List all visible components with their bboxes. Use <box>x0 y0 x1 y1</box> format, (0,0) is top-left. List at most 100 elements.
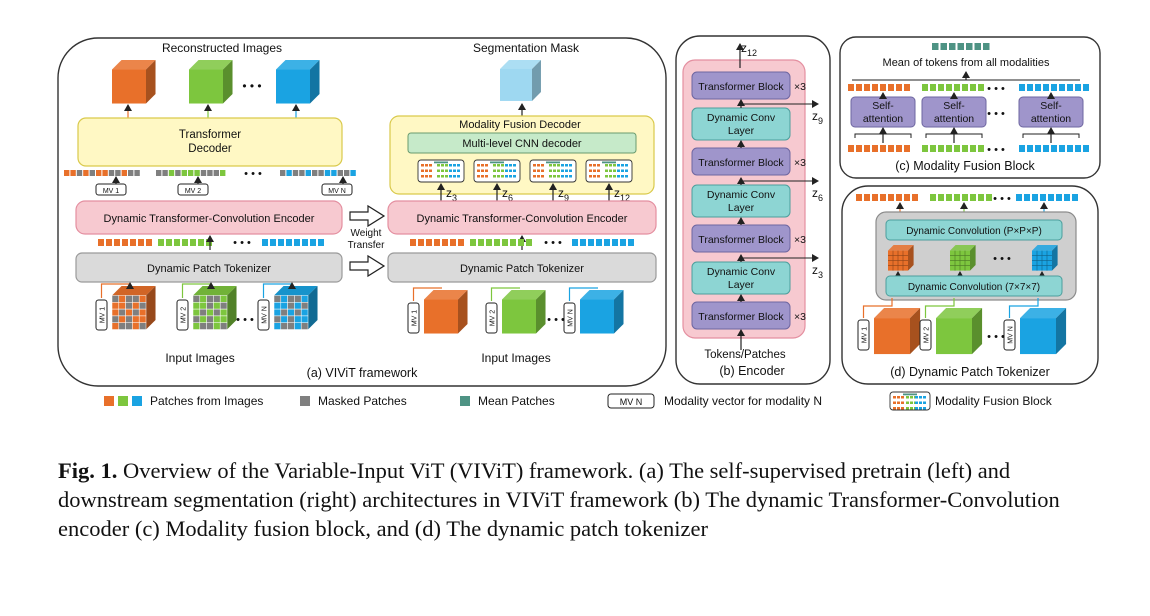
tokenizer-label-right: Dynamic Patch Tokenizer <box>460 263 584 275</box>
patch-token-icon <box>912 194 918 201</box>
mini-token <box>513 175 516 178</box>
mini-token <box>441 169 444 172</box>
patch-token-icon <box>302 239 308 246</box>
mini-token <box>441 164 444 167</box>
mini-token <box>605 175 608 178</box>
masked-patch <box>206 322 214 330</box>
mini-token <box>425 164 428 167</box>
masked-patch <box>118 308 126 317</box>
patch-token-icon <box>620 239 626 246</box>
patch-token-icon <box>502 239 508 246</box>
figure-caption: Fig. 1. Overview of the Variable-Input V… <box>58 456 1108 543</box>
mini-mean-token <box>434 161 448 164</box>
masked-input-cube <box>192 286 237 330</box>
cube-top-face <box>950 245 976 251</box>
fusion-mini-block <box>417 159 465 183</box>
input-cube <box>424 290 468 334</box>
mini-token <box>915 401 918 404</box>
transformer-block-label: Transformer Block <box>698 81 784 93</box>
unmasked-patch <box>213 322 221 330</box>
patch-token-icon <box>888 145 894 152</box>
patch-token-icon <box>1027 84 1033 91</box>
patch-token-icon <box>310 239 316 246</box>
patch-token-icon <box>1059 145 1065 152</box>
patch-token-icon <box>470 239 476 246</box>
patch-token-icon <box>188 170 194 176</box>
mv-tag-label: MV N <box>1007 326 1014 344</box>
dconv-777-label: Dynamic Convolution (7×7×7) <box>908 282 1040 293</box>
patch-token-icon <box>190 239 196 246</box>
patch-token-icon <box>1067 145 1073 152</box>
patch-token-icon <box>294 239 300 246</box>
mini-token <box>565 169 568 172</box>
cube-front-face <box>936 318 972 355</box>
small-grid-cube <box>950 245 976 271</box>
mini-token <box>609 164 612 167</box>
mini-token <box>457 175 460 178</box>
mini-token <box>425 175 428 178</box>
legend-mv-tag-label: MV N <box>620 397 643 407</box>
mini-token <box>549 175 552 178</box>
mv-tag-box <box>485 302 498 334</box>
patch-token-icon <box>904 84 910 91</box>
patch-token-icon <box>904 194 910 201</box>
panel-a-caption: (a) VIViT framework <box>307 366 418 380</box>
mini-token <box>493 164 496 167</box>
mini-token <box>923 407 926 410</box>
masked-patch <box>138 302 147 310</box>
patch-token-icon <box>70 170 76 176</box>
mv-tag-input: MV N <box>257 299 270 331</box>
masked-patch <box>213 295 221 303</box>
mini-token <box>593 169 596 172</box>
mini-token <box>625 164 628 167</box>
patch-token-icon <box>207 170 213 176</box>
patch-token-icon <box>1051 84 1057 91</box>
patch-token-icon <box>864 194 870 201</box>
encoder-label-left: Dynamic Transformer-Convolution Encoder <box>104 213 315 225</box>
mini-token <box>505 169 508 172</box>
patch-token-icon <box>970 84 976 91</box>
mv-tag-box <box>95 299 108 331</box>
legend-mean-label: Mean Patches <box>478 394 555 408</box>
mini-token <box>915 396 918 399</box>
patch-token-icon <box>978 194 984 201</box>
patch-token-icon <box>175 170 181 176</box>
mini-token <box>589 169 592 172</box>
mini-token <box>597 169 600 172</box>
masked-patch <box>219 302 228 310</box>
cube-top-face <box>424 290 468 300</box>
mv-tag-n <box>321 183 353 196</box>
mini-token <box>437 175 440 178</box>
mini-token <box>893 396 896 399</box>
mini-token <box>893 401 896 404</box>
tokenizer-input-cube <box>874 308 921 355</box>
patch-token-icon <box>200 170 207 176</box>
mini-token <box>437 164 440 167</box>
masked-patch <box>118 322 126 330</box>
mini-token <box>425 169 428 172</box>
patch-token-icon <box>1016 194 1022 201</box>
fusion-mini-block <box>473 159 521 183</box>
mini-token <box>569 164 572 167</box>
encoder-box-right <box>387 200 657 235</box>
unmasked-patch <box>111 322 120 330</box>
mini-token <box>553 164 556 167</box>
mini-token <box>497 164 500 167</box>
tokenizer-box-right <box>387 252 657 283</box>
patch-token-icon <box>426 239 432 246</box>
patch-token-icon <box>930 145 936 152</box>
masked-patch <box>219 322 228 330</box>
mini-token <box>449 169 452 172</box>
repeat-count-label: ×3 <box>794 81 806 93</box>
mini-token <box>906 407 909 410</box>
masked-patch <box>287 295 295 303</box>
mv-tag-2-label: MV 2 <box>185 188 201 195</box>
mini-token <box>621 169 624 172</box>
patch-token-icon <box>450 239 456 246</box>
patch-token-icon <box>978 145 984 152</box>
mv-tag-box <box>563 302 576 334</box>
patch-token-icon <box>299 170 305 176</box>
patch-token-icon <box>970 145 976 152</box>
patch-token-icon <box>318 170 324 176</box>
